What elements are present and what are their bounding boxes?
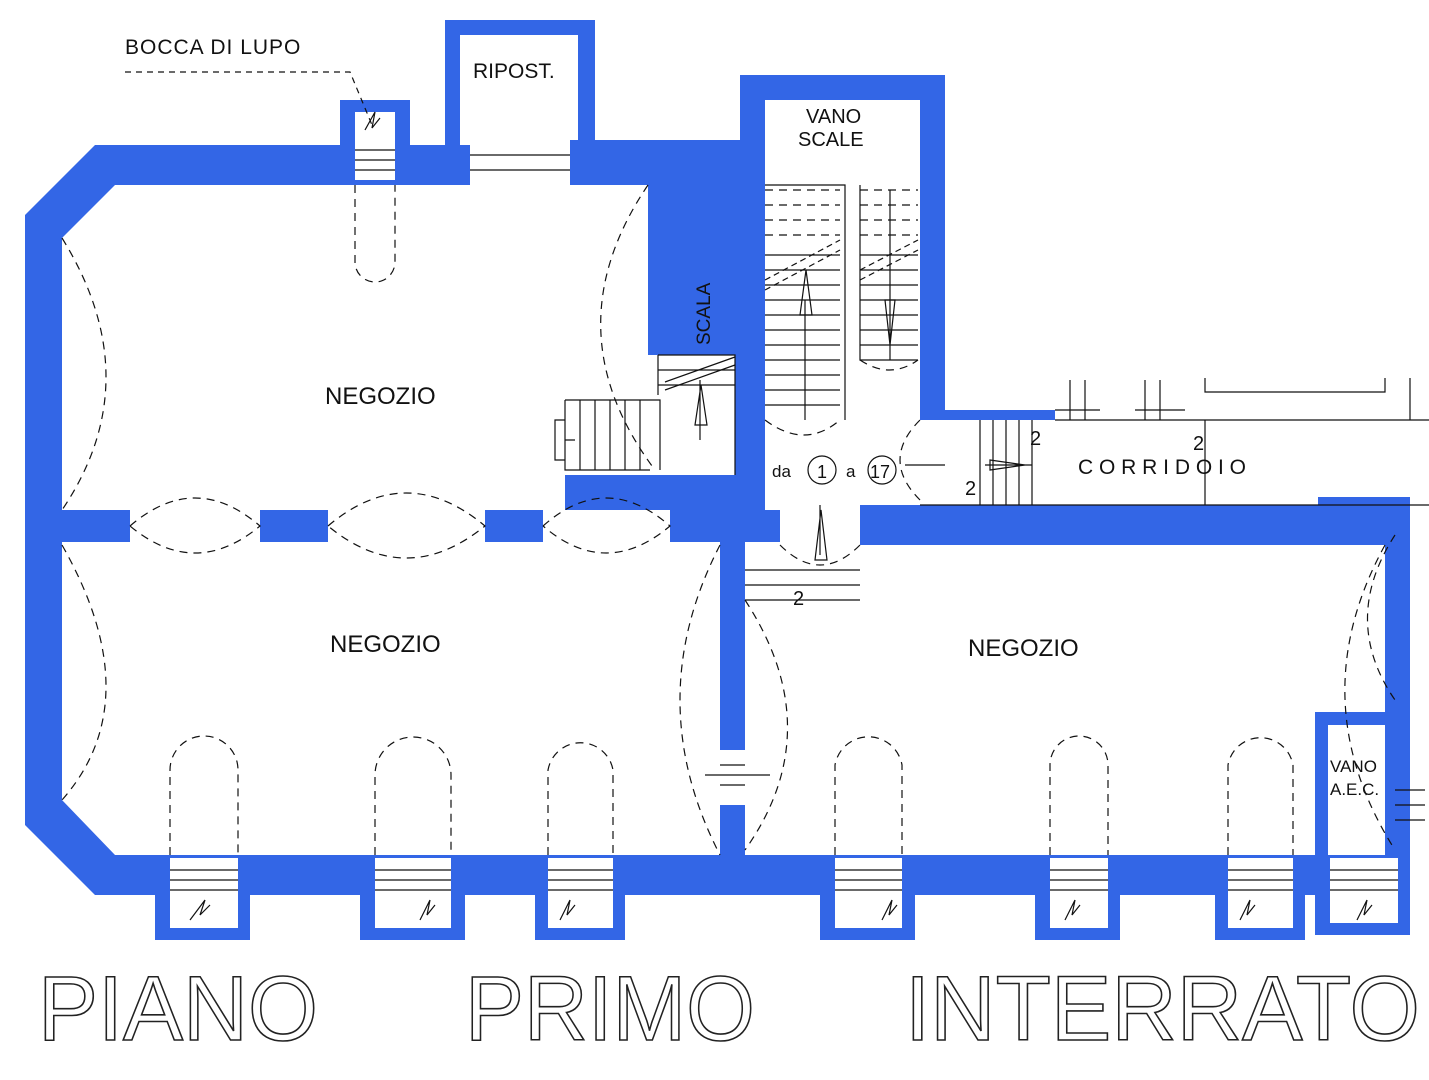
label-bocca-di-lupo: BOCCA DI LUPO: [125, 36, 301, 59]
label-vano-scale-1: VANO: [806, 106, 861, 128]
label-corridoio: C O R R I D O I O: [1078, 456, 1246, 479]
wall-central: [720, 540, 745, 750]
wall-ripostiglio: [445, 20, 595, 145]
room-labels: BOCCA DI LUPO RIPOST. VANO SCALE SCALA N…: [125, 36, 1379, 799]
label-step-first: 1: [817, 462, 827, 482]
wall-scala-bottom: [565, 475, 740, 510]
label-scala: SCALA: [694, 282, 715, 345]
wall-scala-side: [735, 185, 765, 505]
wall-mid-pier-2: [260, 510, 328, 542]
wall-vano-aec: [1315, 712, 1400, 855]
wall-north-mid: [570, 140, 745, 185]
label-negozio-left: NEGOZIO: [330, 631, 441, 658]
title-word-interrato: INTERRATO: [905, 958, 1420, 1060]
label-riser-mark-4: 2: [1193, 433, 1204, 455]
wall-scala-column: [648, 185, 740, 355]
label-vano-scale-2: SCALE: [798, 129, 864, 151]
wall-west: [25, 145, 745, 895]
label-step-from: da: [772, 462, 791, 481]
stair-treads: [189, 111, 1429, 921]
title-word-piano: PIANO: [38, 958, 318, 1060]
wall-right-top: [860, 505, 1410, 545]
label-riser-mark-2: 2: [965, 478, 976, 500]
wall-right-east: [1385, 500, 1410, 895]
label-step-last: 17: [870, 462, 890, 482]
wall-central-low: [720, 805, 745, 895]
linework: [61, 71, 1429, 921]
title-word-primo: PRIMO: [465, 958, 755, 1060]
label-ripostiglio: RIPOST.: [473, 60, 555, 83]
label-step-to: a: [846, 462, 856, 481]
vault-lines: [61, 71, 1396, 856]
label-vano-aec-2: A.E.C.: [1330, 780, 1379, 799]
label-negozio-right: NEGOZIO: [968, 635, 1079, 662]
wall-mid-pier-4: [670, 510, 780, 542]
well-steps: [170, 149, 1398, 891]
plan-title: PIANO PRIMO INTERRATO: [37, 957, 1421, 1061]
wall-mid-pier-1: [62, 510, 130, 542]
wall-stair-core: [740, 75, 1055, 510]
label-negozio-top: NEGOZIO: [325, 383, 436, 410]
wall-bocca-niche: [340, 100, 410, 145]
walls: [25, 20, 1410, 940]
label-riser-mark-1: 2: [793, 588, 804, 610]
label-riser-mark-3: 2: [1030, 428, 1041, 450]
wall-mid-pier-3: [485, 510, 543, 542]
label-vano-aec-1: VANO: [1330, 757, 1377, 776]
wall-right-top-notch: [1318, 497, 1410, 507]
